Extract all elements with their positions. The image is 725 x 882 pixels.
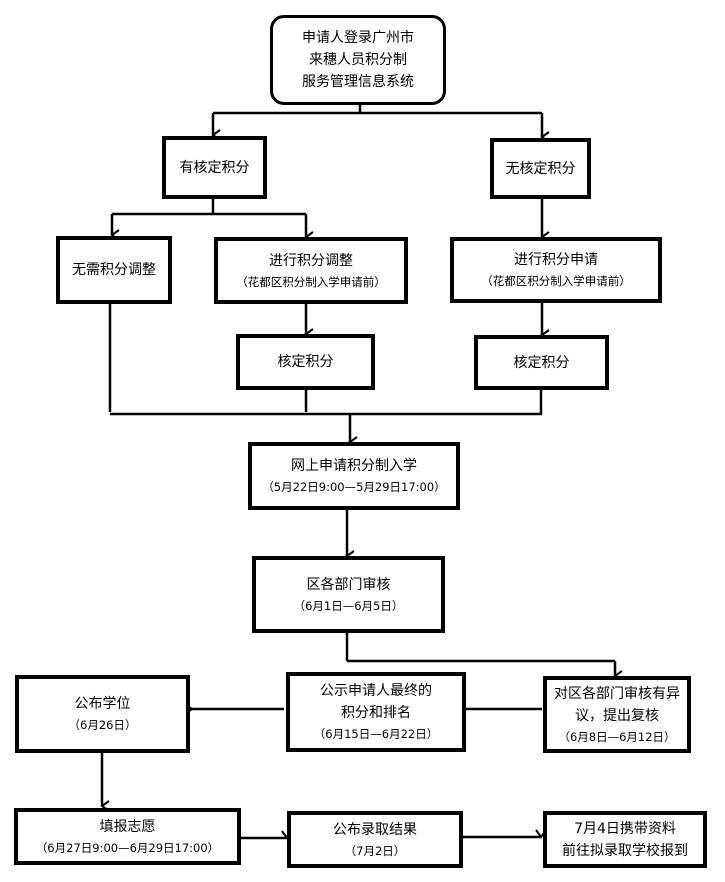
node-note: （花都区积分制入学申请前） bbox=[481, 274, 631, 288]
node-note: （6月8日—6月12日） bbox=[558, 729, 676, 744]
node-start-line: 来穗人员积分制 bbox=[309, 52, 407, 68]
node-note: （7月2日） bbox=[344, 843, 406, 858]
node-report: 7月4日携带资料 前往拟录取学校报到 bbox=[543, 811, 707, 868]
node-title: 有核定积分 bbox=[179, 159, 250, 176]
node-adjust: 进行积分调整 （花都区积分制入学申请前） bbox=[214, 237, 408, 304]
node-publicize: 公示申请人最终的 积分和排名 （6月15日—6月22日） bbox=[286, 672, 466, 752]
node-no-adjust: 无需积分调整 bbox=[56, 236, 172, 304]
node-title: 核定积分 bbox=[513, 354, 570, 371]
node-verify-left: 核定积分 bbox=[236, 334, 375, 390]
node-start-line: 申请人登录广州市 bbox=[302, 30, 414, 46]
node-line: 公示申请人最终的 bbox=[320, 683, 432, 699]
node-title: 无核定积分 bbox=[505, 160, 576, 177]
node-note: （6月1日—6月5日） bbox=[293, 598, 404, 613]
node-title: 进行积分调整 bbox=[269, 252, 353, 269]
node-line: 前往拟录取学校报到 bbox=[562, 842, 688, 859]
node-note: （5月22日9:00—5月29日17:00） bbox=[262, 480, 446, 494]
node-online-apply: 网上申请积分制入学 （5月22日9:00—5月29日17:00） bbox=[248, 442, 460, 510]
node-has-score: 有核定积分 bbox=[162, 136, 267, 199]
node-appeal: 对区各部门审核有异 议，提出复核 （6月8日—6月12日） bbox=[543, 676, 691, 753]
node-start: 申请人登录广州市 来穗人员积分制 服务管理信息系统 bbox=[270, 15, 446, 105]
node-verify-right: 核定积分 bbox=[474, 335, 609, 390]
node-start-line: 服务管理信息系统 bbox=[302, 74, 414, 90]
node-publish-results: 公布录取结果 （7月2日） bbox=[287, 811, 463, 868]
node-line: 议，提出复核 bbox=[575, 707, 659, 724]
node-title: 无需积分调整 bbox=[72, 262, 156, 278]
node-no-score: 无核定积分 bbox=[490, 138, 591, 199]
node-line: 对区各部门审核有异 bbox=[554, 685, 680, 702]
node-title: 进行积分申请 bbox=[514, 252, 598, 268]
node-title: 网上申请积分制入学 bbox=[291, 458, 417, 474]
node-apply-score: 进行积分申请 （花都区积分制入学申请前） bbox=[450, 237, 662, 303]
node-note: （6月26日） bbox=[68, 718, 137, 732]
node-line: 积分和排名 bbox=[341, 705, 411, 721]
node-title: 区各部门审核 bbox=[306, 576, 391, 593]
node-note: （6月15日—6月22日） bbox=[313, 727, 439, 741]
node-publish-seats: 公布学位 （6月26日） bbox=[15, 675, 190, 753]
node-fill-wishes: 填报志愿 （6月27日9:00—6月29日17:00） bbox=[14, 808, 241, 865]
node-title: 填报志愿 bbox=[99, 818, 156, 835]
node-dept-review: 区各部门审核 （6月1日—6月5日） bbox=[252, 556, 445, 633]
node-title: 核定积分 bbox=[277, 354, 334, 370]
node-note: （花都区积分制入学申请前） bbox=[236, 274, 386, 289]
node-note: （6月27日9:00—6月29日17:00） bbox=[35, 840, 220, 855]
node-line: 7月4日携带资料 bbox=[574, 820, 676, 837]
node-title: 公布录取结果 bbox=[333, 821, 417, 838]
node-title: 公布学位 bbox=[74, 696, 131, 712]
